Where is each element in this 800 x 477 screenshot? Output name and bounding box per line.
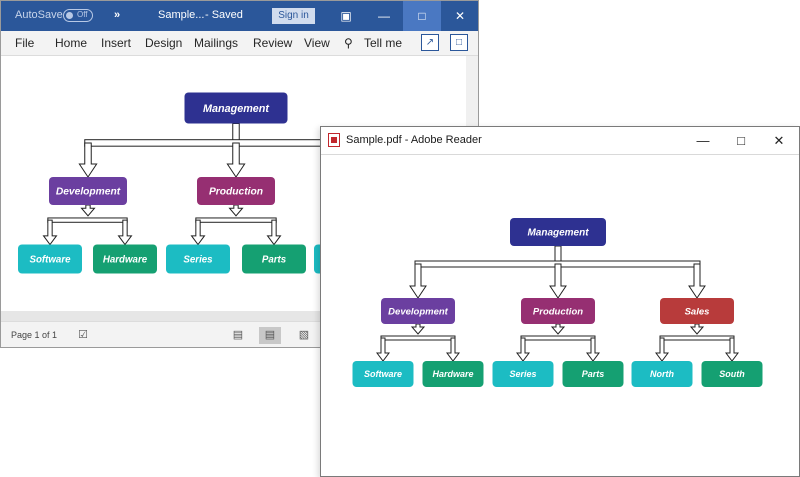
proofing-icon[interactable]: ☑ xyxy=(78,329,88,341)
connector-bar xyxy=(47,217,128,223)
reader-window-title: Sample.pdf - Adobe Reader xyxy=(346,134,482,146)
reader-titlebar: Sample.pdf - Adobe Reader — □ ✕ xyxy=(321,127,799,155)
software-node xyxy=(18,244,82,274)
connector-arrow xyxy=(42,219,58,246)
connector-arrow xyxy=(266,219,282,246)
development-node xyxy=(49,177,127,205)
hardware-label: Hardware xyxy=(103,254,148,265)
connector-bar xyxy=(659,335,735,341)
search-icon[interactable]: ⚲ xyxy=(344,36,353,50)
connector-bar xyxy=(380,335,456,341)
connector-bar xyxy=(195,217,277,223)
series-label: Series xyxy=(183,254,213,265)
connector-arrow xyxy=(586,337,600,362)
autosave-state: Off xyxy=(77,10,88,19)
close-icon[interactable]: ✕ xyxy=(454,9,466,23)
share-icon[interactable]: ↗ xyxy=(421,34,439,51)
north-node xyxy=(631,361,693,387)
connector-arrow xyxy=(190,219,206,246)
sign-in-button[interactable]: Sign in xyxy=(272,8,315,24)
connector-arrow xyxy=(228,204,244,217)
development-node xyxy=(381,298,455,324)
connector-arrow xyxy=(655,337,669,362)
connector-arrow xyxy=(446,337,460,362)
tell-me-search[interactable]: Tell me xyxy=(364,36,403,50)
north-label: North xyxy=(650,369,674,379)
parts-label: Parts xyxy=(582,369,605,379)
software-node xyxy=(352,361,414,387)
connector-arrow xyxy=(410,323,426,335)
reader-window: Sample.pdf - Adobe Reader — □ ✕ Manageme… xyxy=(320,126,800,477)
maximize-icon[interactable]: □ xyxy=(403,1,441,31)
software-label: Software xyxy=(364,369,402,379)
tab-home[interactable]: Home xyxy=(55,36,88,50)
management-label: Management xyxy=(203,103,269,115)
hardware-node xyxy=(93,244,157,274)
pdf-file-icon xyxy=(328,133,340,147)
tab-review[interactable]: Review xyxy=(253,36,293,50)
comments-icon[interactable]: □ xyxy=(450,34,468,51)
maximize-icon[interactable]: □ xyxy=(737,133,745,148)
connector-arrow xyxy=(376,337,390,362)
sales-node xyxy=(660,298,734,324)
connector-arrow xyxy=(550,323,566,335)
connector-bar xyxy=(520,335,596,341)
series-node xyxy=(166,244,230,274)
print-layout-icon[interactable]: ▤ xyxy=(259,327,281,344)
software-label: Software xyxy=(29,254,71,265)
connector-arrow xyxy=(80,204,96,217)
connector-arrow xyxy=(689,323,705,335)
management-node xyxy=(184,92,288,124)
toggle-knob xyxy=(66,12,73,19)
tab-mailings[interactable]: Mailings xyxy=(194,36,239,50)
word-titlebar: AutoSave Off » Sample... - Saved Sign in… xyxy=(1,1,478,31)
production-node xyxy=(197,177,275,205)
tab-design[interactable]: Design xyxy=(145,36,183,50)
close-icon[interactable]: ✕ xyxy=(773,133,785,148)
document-title: Sample... xyxy=(158,9,205,21)
minimize-icon[interactable]: — xyxy=(378,9,390,23)
development-label: Development xyxy=(388,306,448,317)
ribbon-tabs: File Home Insert Design Mailings Review … xyxy=(1,31,478,56)
tab-insert[interactable]: Insert xyxy=(101,36,132,50)
connector-arrow xyxy=(516,337,530,362)
horizontal-scrollbar[interactable] xyxy=(1,311,465,321)
read-mode-icon[interactable]: ▤ xyxy=(232,329,244,341)
production-label: Production xyxy=(533,306,583,317)
management-label: Management xyxy=(527,228,589,239)
series-label: Series xyxy=(509,369,536,379)
south-label: South xyxy=(719,369,745,379)
page-count: Page 1 of 1 xyxy=(11,330,58,340)
connector-arrow xyxy=(78,142,98,178)
sales-label: Sales xyxy=(685,306,710,317)
saved-status: - Saved xyxy=(205,9,243,21)
hardware-label: Hardware xyxy=(432,369,473,379)
parts-node xyxy=(242,244,306,274)
tab-file[interactable]: File xyxy=(15,36,35,50)
autosave-label: AutoSave xyxy=(15,9,63,21)
management-node xyxy=(510,218,606,246)
parts-node xyxy=(562,361,624,387)
connector-arrow xyxy=(409,263,427,299)
tab-view[interactable]: View xyxy=(304,36,330,50)
series-node xyxy=(492,361,554,387)
connector-arrow xyxy=(226,142,246,178)
parts-label: Parts xyxy=(262,254,287,265)
development-label: Development xyxy=(56,187,121,198)
south-node xyxy=(701,361,763,387)
connector-arrow xyxy=(725,337,739,362)
hardware-node xyxy=(422,361,484,387)
connector-arrow xyxy=(688,263,706,299)
minimize-icon[interactable]: — xyxy=(696,133,710,148)
connector-arrow xyxy=(117,219,133,246)
ribbon-display-icon[interactable]: ▣ xyxy=(340,9,352,23)
connector-arrow xyxy=(549,263,567,299)
production-node xyxy=(521,298,595,324)
production-label: Production xyxy=(209,187,263,198)
more-commands-button[interactable]: » xyxy=(114,9,121,21)
autosave-toggle[interactable]: Off xyxy=(63,9,93,22)
web-layout-icon[interactable]: ▧ xyxy=(298,329,310,341)
